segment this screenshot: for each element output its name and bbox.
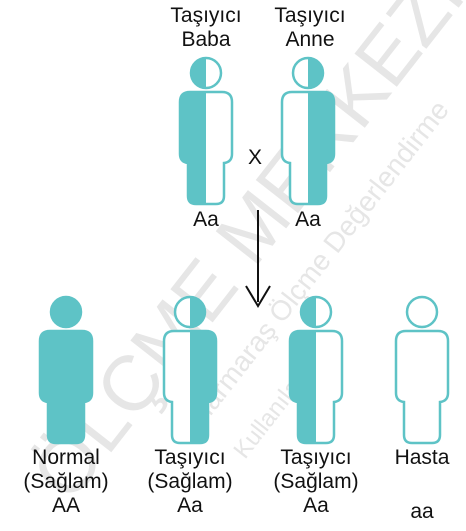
offspring-label-4-line1: Hasta bbox=[394, 446, 450, 469]
offspring-figure-affected bbox=[394, 295, 450, 445]
mother-label: Taşıyıcı Anne bbox=[262, 4, 358, 52]
offspring-label-2: Taşıyıcı (Sağlam) Aa bbox=[130, 446, 250, 518]
offspring-genotype-3: Aa bbox=[303, 494, 329, 517]
offspring-figure-carrier-2 bbox=[288, 295, 344, 445]
offspring-genotype-2: Aa bbox=[177, 494, 203, 517]
mother-label-line1: Taşıyıcı bbox=[274, 4, 346, 27]
father-label-line2: Baba bbox=[181, 28, 231, 51]
offspring-label-2-line2: (Sağlam) bbox=[147, 470, 233, 493]
offspring-label-4: Hasta aa bbox=[380, 446, 464, 524]
offspring-label-3: Taşıyıcı (Sağlam) Aa bbox=[256, 446, 376, 518]
father-label: Taşıyıcı Baba bbox=[158, 4, 254, 52]
offspring-genotype-4: aa bbox=[410, 500, 434, 523]
offspring-figure-carrier-1 bbox=[162, 295, 218, 445]
offspring-label-3-line2: (Sağlam) bbox=[273, 470, 359, 493]
offspring-label-1-line1: Normal bbox=[32, 446, 100, 469]
offspring-figure-normal bbox=[38, 295, 94, 445]
father-label-line1: Taşıyıcı bbox=[170, 4, 242, 27]
arrow-down-icon bbox=[245, 210, 271, 308]
offspring-label-1-line2: (Sağlam) bbox=[23, 470, 109, 493]
offspring-label-1: Normal (Sağlam) AA bbox=[6, 446, 126, 518]
father-genotype: Aa bbox=[193, 208, 219, 231]
mother-genotype: Aa bbox=[295, 208, 321, 231]
mother-figure bbox=[280, 56, 336, 206]
offspring-label-4-line2 bbox=[380, 470, 464, 494]
offspring-label-2-line1: Taşıyıcı bbox=[154, 446, 226, 469]
mother-label-line2: Anne bbox=[285, 28, 335, 51]
father-figure bbox=[178, 56, 234, 206]
offspring-genotype-1: AA bbox=[51, 494, 80, 517]
cross-symbol: X bbox=[248, 146, 263, 169]
offspring-label-3-line1: Taşıyıcı bbox=[280, 446, 352, 469]
